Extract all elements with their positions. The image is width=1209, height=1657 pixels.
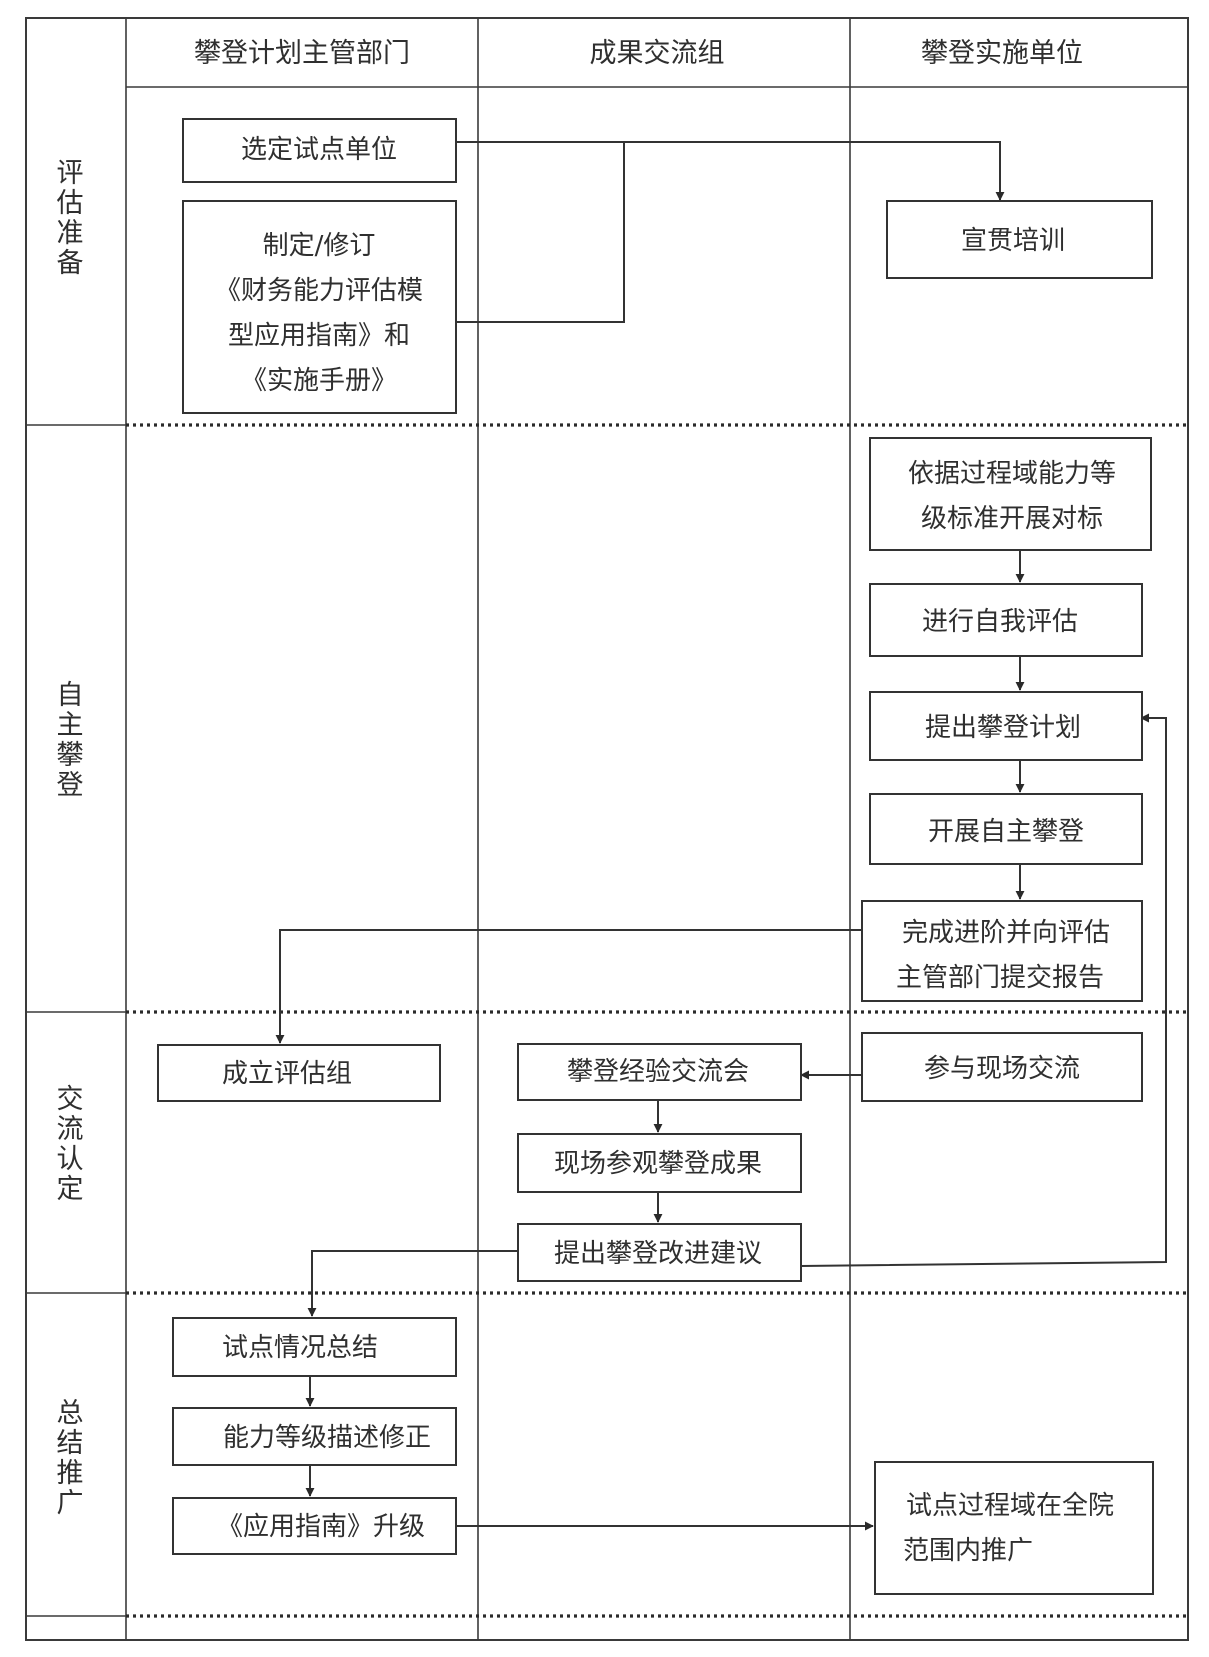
svg-text:能力等级描述修正: 能力等级描述修正 xyxy=(223,1423,431,1453)
arrow-suggest-to-plan-feedback xyxy=(800,713,1167,1267)
phase-label-exchange: 交 流 认 定 xyxy=(57,1084,84,1205)
arrow-report-to-group xyxy=(275,929,862,1044)
box-improvement-suggestion: 提出攀登改进建议 xyxy=(517,1223,802,1282)
table-frame xyxy=(25,17,1189,1641)
phase-char: 认 xyxy=(57,1144,84,1175)
box-benchmark: 依据过程域能力等 级标准开展对标 xyxy=(869,437,1152,551)
svg-text:完成进阶并向评估: 完成进阶并向评估 xyxy=(902,918,1110,948)
svg-text:提出攀登计划: 提出攀登计划 xyxy=(925,713,1081,743)
box-hospital-wide-promotion: 试点过程域在全院 范围内推广 xyxy=(874,1461,1154,1595)
svg-text:《应用指南》升级: 《应用指南》升级 xyxy=(217,1512,425,1542)
phase-char: 交 xyxy=(57,1084,84,1115)
phase-char: 广 xyxy=(57,1488,84,1519)
arrow-select-to-training xyxy=(456,141,1005,201)
box-onsite-exchange: 参与现场交流 xyxy=(861,1032,1143,1102)
box-pilot-summary: 试点情况总结 xyxy=(172,1317,457,1377)
arrow-suggest-to-summary xyxy=(307,1250,518,1317)
box-exchange-meeting: 攀登经验交流会 xyxy=(517,1043,802,1101)
phase-char: 自 xyxy=(57,680,84,711)
phase-char: 定 xyxy=(57,1174,84,1205)
svg-text:提出攀登改进建议: 提出攀登改进建议 xyxy=(554,1239,762,1269)
svg-text:成立评估组: 成立评估组 xyxy=(222,1059,352,1089)
phase-char: 攀 xyxy=(57,740,84,771)
column-header-planning-dept: 攀登计划主管部门 xyxy=(194,38,410,69)
box-self-evaluation: 进行自我评估 xyxy=(869,583,1143,657)
svg-text:型应用指南》和: 型应用指南》和 xyxy=(228,321,410,351)
svg-text:试点过程域在全院: 试点过程域在全院 xyxy=(906,1491,1114,1521)
svg-text:依据过程域能力等: 依据过程域能力等 xyxy=(908,459,1116,489)
svg-text:攀登经验交流会: 攀登经验交流会 xyxy=(567,1057,749,1087)
phase-char: 推 xyxy=(57,1458,84,1489)
box-select-pilot-unit: 选定试点单位 xyxy=(182,118,457,183)
svg-text:级标准开展对标: 级标准开展对标 xyxy=(921,504,1103,534)
phase-label-self-climbing: 自 主 攀 登 xyxy=(57,680,84,801)
box-draft-guide: 制定/修订 《财务能力评估模 型应用指南》和 《实施手册》 xyxy=(182,200,457,414)
connector-draft-to-main xyxy=(456,142,625,323)
svg-text:参与现场交流: 参与现场交流 xyxy=(924,1054,1080,1084)
svg-text:主管部门提交报告: 主管部门提交报告 xyxy=(896,963,1104,993)
svg-text:开展自主攀登: 开展自主攀登 xyxy=(928,817,1084,847)
phase-label-summary: 总 结 推 广 xyxy=(57,1398,84,1519)
box-training: 宣贯培训 xyxy=(886,200,1153,279)
phase-char: 准 xyxy=(57,218,84,249)
svg-text:试点情况总结: 试点情况总结 xyxy=(222,1333,378,1363)
box-level-revision: 能力等级描述修正 xyxy=(172,1407,457,1466)
phase-char: 总 xyxy=(57,1398,84,1429)
phase-char: 评 xyxy=(57,158,84,189)
box-guide-upgrade: 《应用指南》升级 xyxy=(172,1497,457,1555)
phase-char: 备 xyxy=(57,248,84,279)
svg-text:制定/修订: 制定/修订 xyxy=(263,231,376,261)
phase-label-preparation: 评 估 准 备 xyxy=(57,158,84,279)
svg-text:现场参观攀登成果: 现场参观攀登成果 xyxy=(554,1149,762,1179)
column-header-exchange-group: 成果交流组 xyxy=(590,38,725,69)
phase-char: 登 xyxy=(57,770,84,801)
svg-text:宣贯培训: 宣贯培训 xyxy=(961,226,1065,256)
phase-char: 主 xyxy=(57,710,84,741)
box-evaluation-group: 成立评估组 xyxy=(157,1044,441,1102)
box-self-climbing: 开展自主攀登 xyxy=(869,793,1143,865)
svg-text:选定试点单位: 选定试点单位 xyxy=(241,135,397,165)
phase-char: 估 xyxy=(57,188,84,219)
svg-text:范围内推广: 范围内推广 xyxy=(903,1536,1033,1566)
svg-text:进行自我评估: 进行自我评估 xyxy=(922,607,1078,637)
svg-text:《财务能力评估模: 《财务能力评估模 xyxy=(215,276,423,306)
phase-char: 结 xyxy=(57,1428,84,1459)
phase-char: 流 xyxy=(57,1114,84,1145)
column-header-implementing-unit: 攀登实施单位 xyxy=(921,38,1083,69)
box-climbing-plan: 提出攀登计划 xyxy=(869,691,1143,761)
svg-text:《实施手册》: 《实施手册》 xyxy=(241,366,397,396)
box-submit-report: 完成进阶并向评估 主管部门提交报告 xyxy=(861,900,1143,1002)
box-onsite-visit: 现场参观攀登成果 xyxy=(517,1133,802,1193)
